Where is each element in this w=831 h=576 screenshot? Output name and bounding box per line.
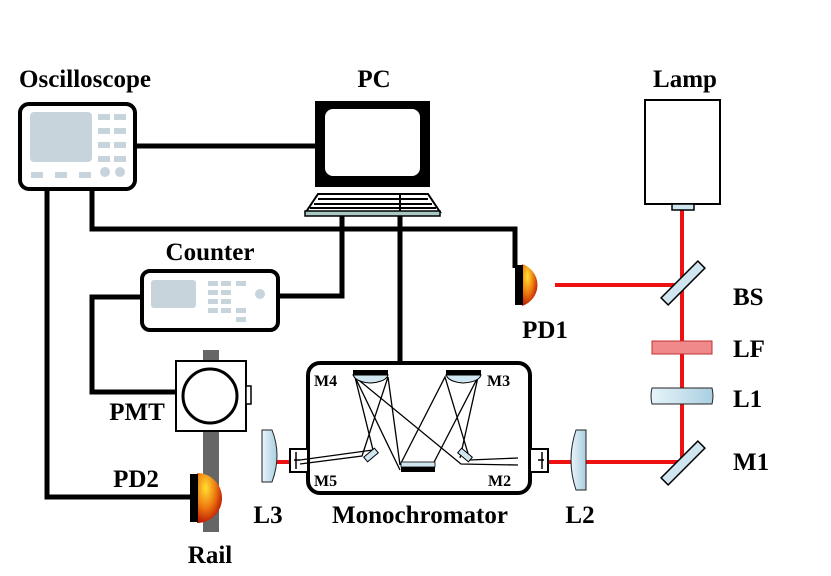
label-pmt: PMT (109, 399, 165, 426)
pd1-detector (515, 264, 538, 306)
label-bs: BS (733, 284, 764, 311)
label-monochromator: Monochromator (332, 502, 508, 529)
label-l2: L2 (565, 502, 594, 529)
lens-l2 (570, 429, 587, 491)
label-l3: L3 (253, 502, 282, 529)
label-l1: L1 (733, 386, 762, 413)
oscilloscope (18, 102, 137, 191)
label-pd2: PD2 (113, 466, 159, 493)
counter (140, 269, 280, 332)
label-pc: PC (357, 66, 390, 93)
filter-lf (651, 340, 713, 355)
lamp (644, 99, 721, 211)
label-lf: LF (733, 336, 765, 363)
label-rail: Rail (188, 542, 233, 569)
lens-l3 (261, 429, 278, 483)
cables (44, 143, 518, 500)
label-lamp: Lamp (653, 66, 717, 93)
pmt (175, 360, 252, 432)
label-m5: M5 (314, 473, 337, 490)
label-m2: M2 (488, 473, 511, 490)
label-oscilloscope: Oscilloscope (19, 66, 151, 93)
label-m3: M3 (487, 373, 510, 390)
label-m1: M1 (733, 449, 769, 476)
mirror-m1 (660, 440, 706, 486)
label-m4: M4 (314, 373, 337, 390)
pc (304, 101, 442, 217)
label-pd1: PD1 (522, 317, 568, 344)
beam-splitter-bs (660, 260, 706, 306)
pd2-detector (190, 473, 222, 523)
label-counter: Counter (166, 239, 255, 266)
lens-l1 (650, 387, 714, 405)
monochromator (289, 361, 549, 495)
